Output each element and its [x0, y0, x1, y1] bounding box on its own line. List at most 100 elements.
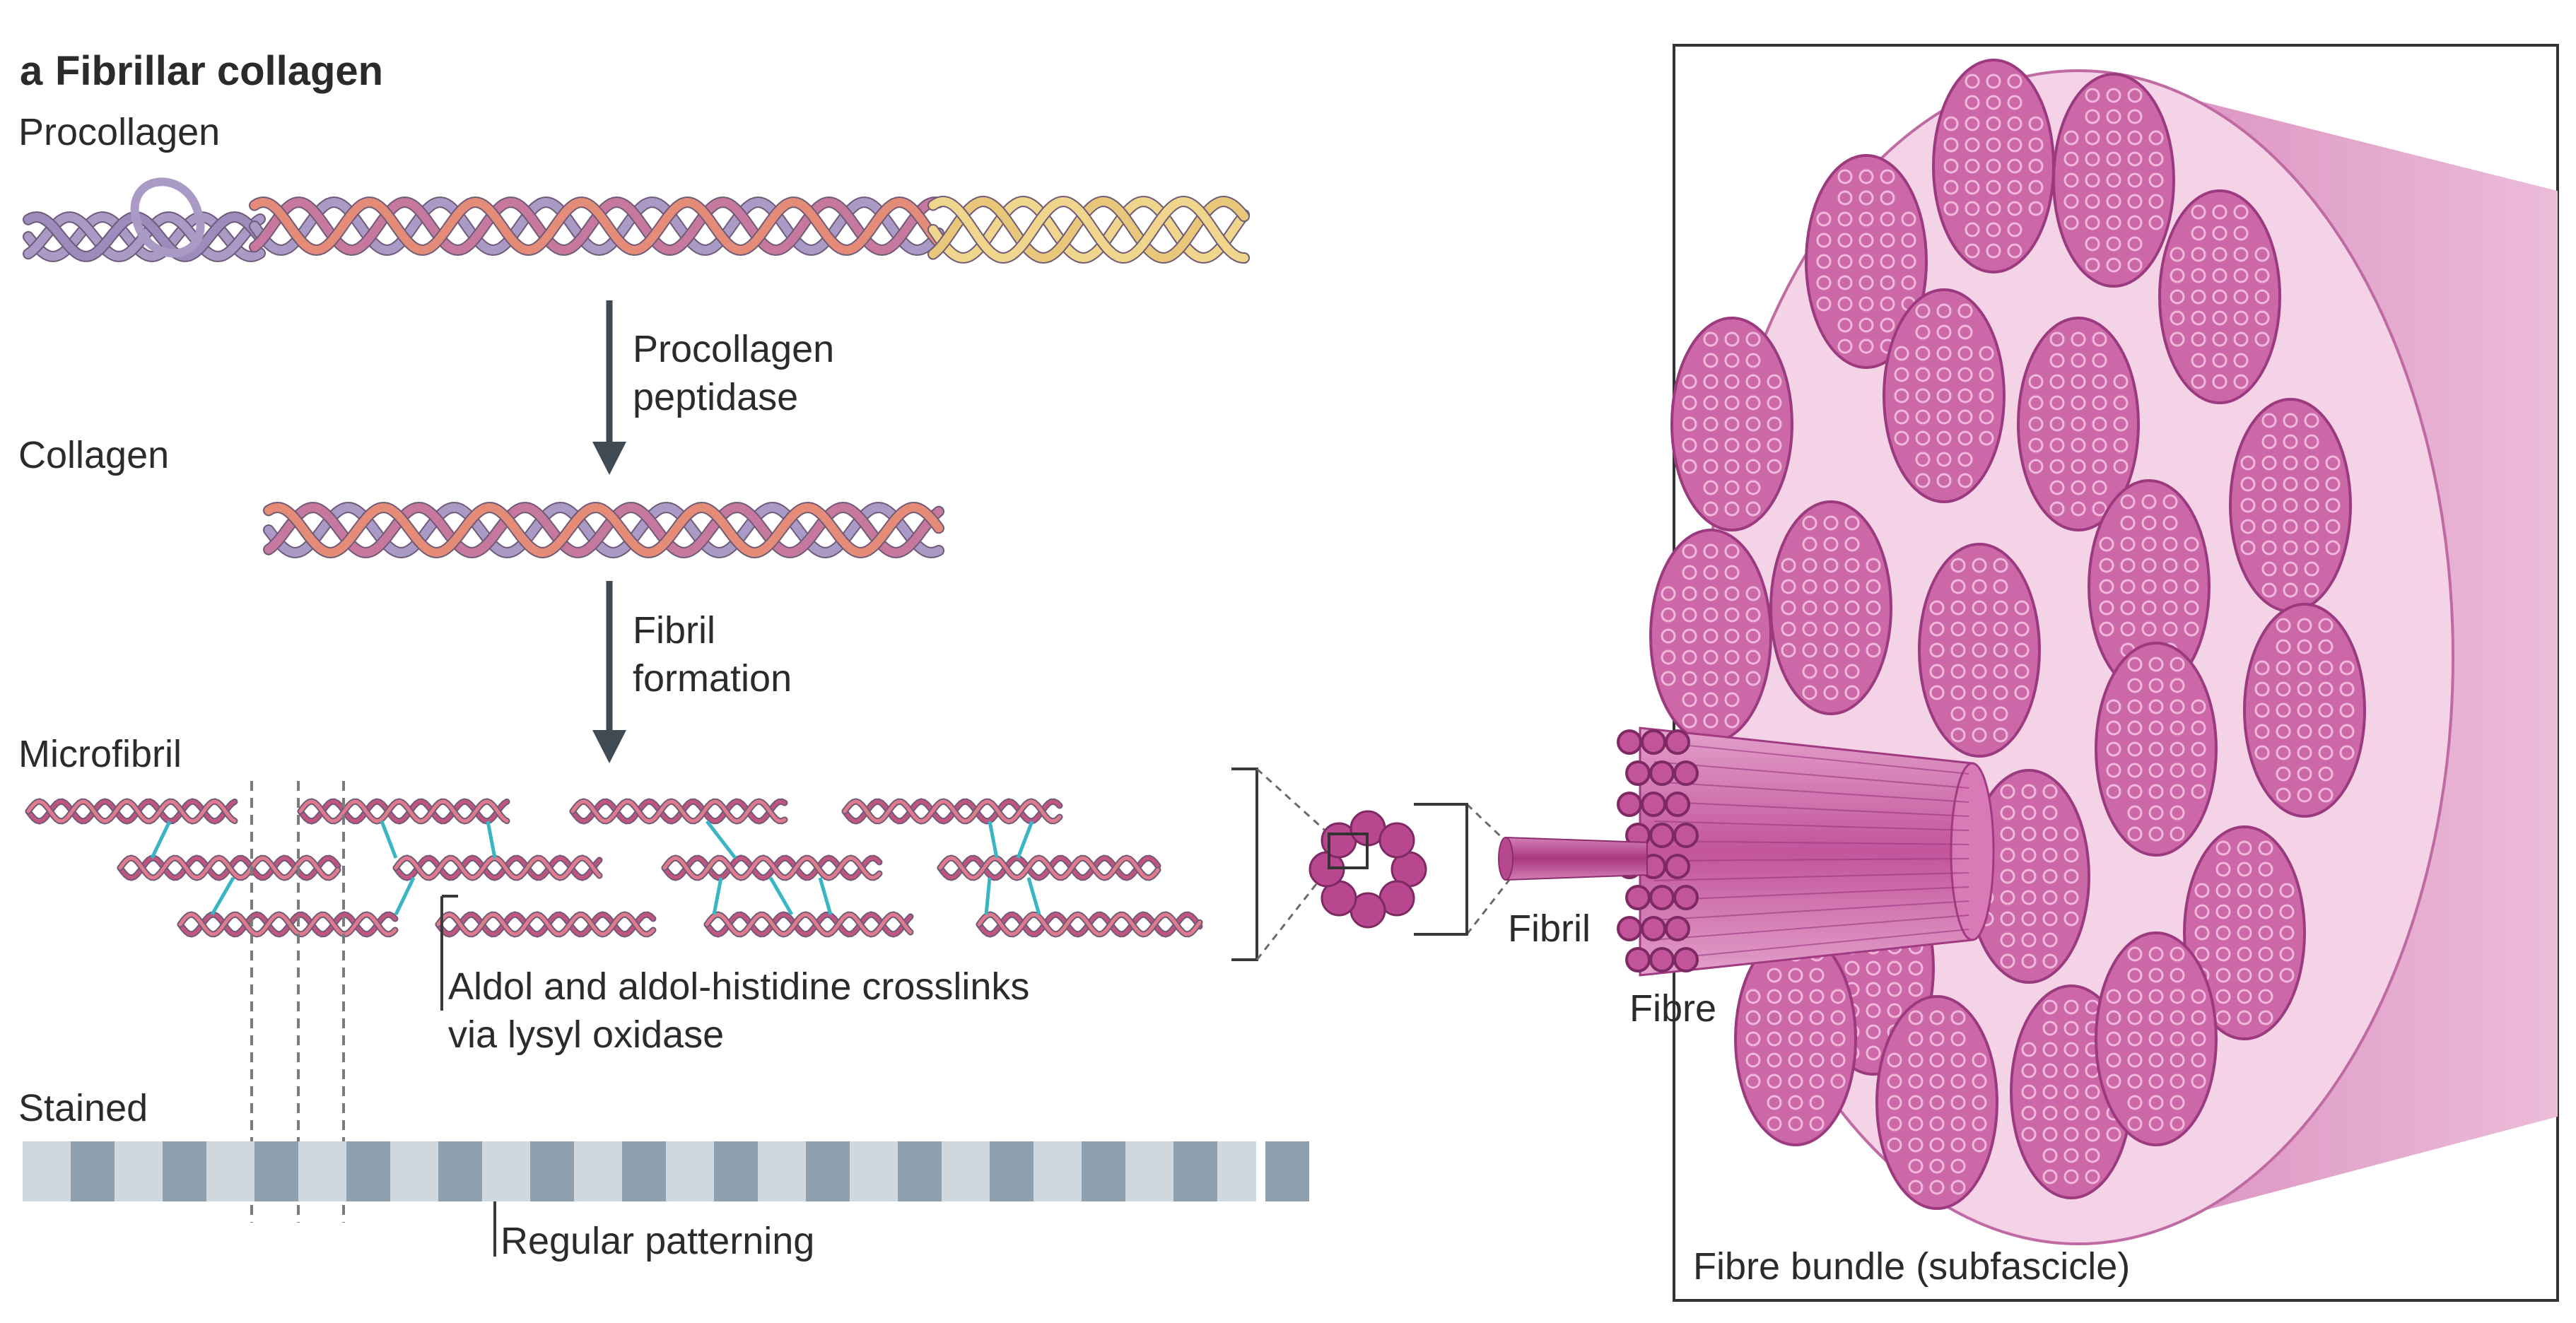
- crosslink: [210, 876, 235, 916]
- tropocollagen-molecule-strand: [662, 856, 882, 880]
- step2-label-line2: formation: [633, 657, 792, 700]
- fibre-cross-section: [1649, 529, 1772, 743]
- crosslink: [394, 876, 416, 916]
- stain-dark-band: [622, 1141, 666, 1201]
- microfibril-label: Microfibril: [18, 733, 182, 775]
- procollagen-core-strand: [250, 197, 943, 255]
- crosslink: [706, 820, 737, 859]
- fibre-cross-section: [2095, 931, 2218, 1146]
- fibre-cross-section: [1883, 288, 2006, 503]
- crosslink: [984, 877, 992, 915]
- fibril-end: [1649, 823, 1675, 848]
- panel-title: Fibrillar collagen: [55, 48, 383, 94]
- collagen-strand: [264, 502, 943, 558]
- stained-banding-pattern: [23, 1141, 1309, 1201]
- stain-dark-band: [530, 1141, 574, 1201]
- fibril-end: [1649, 885, 1675, 910]
- stain-dark-band: [71, 1141, 115, 1201]
- tropocollagen-molecule-strand: [26, 799, 237, 823]
- fibre-cross-section: [1769, 500, 1892, 715]
- single-fibre: [1617, 727, 1995, 977]
- stain-dark-band: [346, 1141, 390, 1201]
- fibre-cross-section: [2158, 189, 2281, 404]
- fibril-label: Fibril: [1508, 907, 1591, 950]
- fibril-end: [1617, 729, 1642, 755]
- fibre-cross-section: [1734, 931, 1857, 1146]
- tropocollagen-molecule-strand: [298, 799, 509, 823]
- fibril-bracket: [1414, 803, 1468, 936]
- stain-dark-band: [1173, 1141, 1217, 1201]
- fibril-end: [1665, 854, 1690, 879]
- stain-dark-band: [990, 1141, 1034, 1201]
- tropocollagen-molecule-strand: [178, 912, 397, 936]
- crosslink: [1026, 877, 1041, 915]
- fibril-end: [1665, 792, 1690, 817]
- collagen-label: Collagen: [18, 434, 169, 476]
- fibre-cross-section: [1805, 154, 1928, 369]
- stain-dark-band: [898, 1141, 942, 1201]
- fibril-end: [1673, 823, 1699, 848]
- fibre-cross-section: [1918, 543, 2041, 758]
- step2-label-line1: Fibril: [633, 609, 715, 652]
- tropocollagen-molecule-strand: [843, 799, 1062, 823]
- stained-label: Stained: [18, 1087, 148, 1129]
- fibril-end: [1641, 792, 1666, 817]
- crosslink: [988, 821, 999, 859]
- crosslink: [768, 876, 794, 916]
- regular-patterning-label: Regular patterning: [500, 1220, 814, 1262]
- tropocollagen-molecule-strand: [178, 912, 397, 936]
- tropocollagen-molecule-strand: [570, 799, 787, 823]
- fibre-cross-section: [2052, 73, 2175, 288]
- step1-label-line2: peptidase: [633, 376, 798, 418]
- fibre-cross-section: [1932, 59, 2055, 274]
- tropocollagen-molecule-strand: [705, 912, 913, 936]
- collagen-triple-helix: [263, 501, 944, 559]
- zoom-dashed-lines: [1255, 768, 1511, 960]
- fibre-cross-section: [2095, 642, 2218, 857]
- fibril-end: [1625, 947, 1651, 972]
- stain-dark-band: [714, 1141, 758, 1201]
- fibril-end: [1673, 760, 1699, 786]
- crosslink: [818, 877, 833, 915]
- tropocollagen-molecule-strand: [662, 856, 882, 880]
- tropocollagen-molecule-strand: [843, 799, 1062, 823]
- microfibril-staggered-array: [25, 798, 1203, 938]
- procollagen-loop: [130, 177, 205, 258]
- tropocollagen-molecule-strand: [298, 799, 509, 823]
- tropocollagen-molecule-strand: [118, 856, 340, 880]
- procollagen-n-propeptide-strand: [24, 212, 264, 261]
- panel-letter: a: [20, 48, 43, 94]
- microfibril-subunit: [1378, 822, 1415, 859]
- fibre-cross-section: [2243, 603, 2366, 818]
- fibre-cross-section: [2229, 398, 2352, 613]
- procollagen-triple-helix: [23, 177, 1250, 264]
- stain-dark-band: [254, 1141, 298, 1201]
- crosslink: [150, 820, 172, 859]
- fibril-formation-arrow: [592, 581, 626, 763]
- stain-dark-band: [1082, 1141, 1125, 1201]
- crosslink-callout: [440, 895, 458, 1011]
- tropocollagen-molecule-strand: [394, 856, 602, 880]
- fibril-end: [1617, 916, 1642, 941]
- stain-dark-band: [806, 1141, 850, 1201]
- stain-dark-band: [163, 1141, 206, 1201]
- fibre-cross-section: [1670, 317, 1793, 531]
- procollagen-c-propeptide-strand: [929, 196, 1248, 263]
- procollagen-c-propeptide-strand: [929, 196, 1248, 263]
- stain-dark-band: [1265, 1141, 1309, 1201]
- fibre-label: Fibre: [1629, 987, 1716, 1030]
- crosslink: [712, 877, 723, 915]
- stain-dark-band: [438, 1141, 482, 1201]
- fibril-end: [1665, 729, 1690, 755]
- crosslink: [486, 821, 497, 859]
- crosslinks-label-line1: Aldol and aldol-histidine crosslinks: [448, 965, 1029, 1008]
- fibril-end: [1625, 760, 1651, 786]
- microfibril-cross-section: [1309, 810, 1427, 929]
- microfibril-bracket: [1231, 768, 1258, 961]
- tropocollagen-molecule-strand: [394, 856, 602, 880]
- fibril-end: [1649, 760, 1675, 786]
- bundle-fibre-cross-sections: [1649, 59, 2366, 1210]
- crosslink: [380, 821, 398, 859]
- fibril-end: [1649, 947, 1675, 972]
